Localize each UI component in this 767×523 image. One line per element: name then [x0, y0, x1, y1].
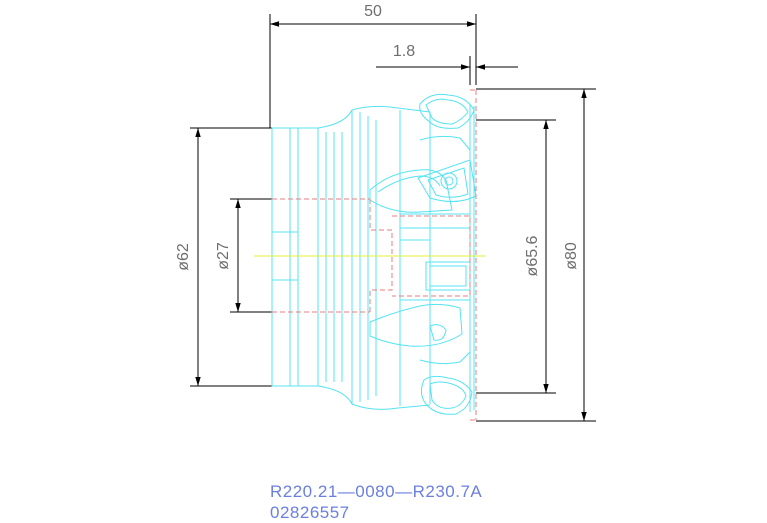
hidden-lines	[272, 89, 477, 421]
dim-cutting-diameter-inner-label: ø65.6	[524, 235, 541, 276]
dimension-lines	[190, 14, 596, 422]
dim-cutting-diameter-outer-label: ø80	[563, 242, 580, 270]
order-code-label: 02826557	[270, 503, 350, 522]
dim-overall-length-label: 50	[364, 3, 382, 20]
dim-bore-diameter-label: ø62	[175, 243, 192, 271]
part-number-label: R220.21—0080—R230.7A	[270, 482, 483, 501]
dim-offset-label: 1.8	[393, 43, 415, 60]
cutter-body	[271, 93, 477, 415]
dim-hole-diameter-label: ø27	[215, 242, 232, 270]
